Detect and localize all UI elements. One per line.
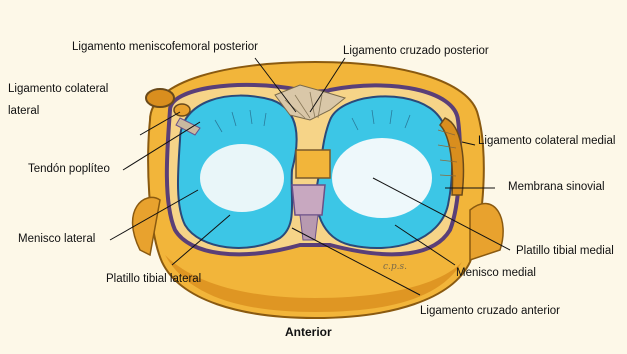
label-anterior: Anterior (285, 325, 332, 340)
artist-signature: c.p.s. (383, 262, 407, 272)
lateral-tibial-plateau (200, 144, 284, 212)
label-platillo-tibial-medial: Platillo tibial medial (516, 244, 614, 259)
lateral-collateral-ligament (146, 89, 174, 107)
posterior-cruciate (296, 150, 330, 178)
label-lig-cruzado-posterior: Ligamento cruzado posterior (343, 44, 489, 59)
anterior-cruciate (292, 185, 325, 215)
label-tendon-popliteo: Tendón poplíteo (28, 162, 110, 177)
label-lig-colateral-lateral-line1: Ligamento colateral (8, 82, 108, 97)
label-lig-meniscofemoral-posterior: Ligamento meniscofemoral posterior (72, 40, 258, 55)
label-menisco-lateral: Menisco lateral (18, 232, 95, 247)
medial-tibial-plateau (332, 138, 432, 218)
label-lig-colateral-lateral-line2: lateral (8, 104, 39, 119)
label-menisco-medial: Menisco medial (456, 266, 536, 281)
label-platillo-tibial-lateral: Platillo tibial lateral (106, 272, 201, 287)
label-membrana-sinovial: Membrana sinovial (508, 180, 605, 195)
label-lig-colateral-medial: Ligamento colateral medial (478, 134, 615, 149)
label-lig-cruzado-anterior: Ligamento cruzado anterior (420, 304, 560, 319)
